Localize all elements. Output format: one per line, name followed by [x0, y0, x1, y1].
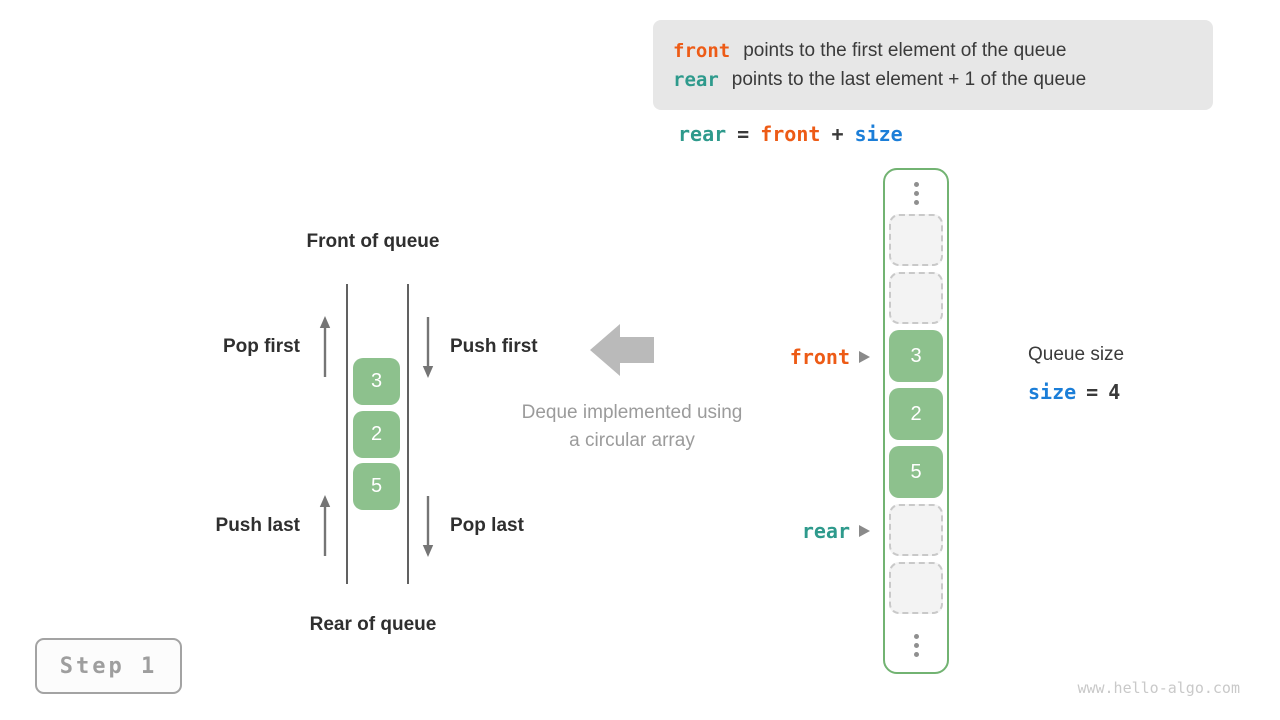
array-cell-front: 3 — [889, 330, 943, 382]
up-arrow-icon — [319, 495, 331, 556]
legend-box: front points to the first element of the… — [653, 20, 1213, 110]
pop-last-label: Pop last — [450, 515, 524, 536]
equation-plus: + — [831, 122, 844, 146]
pointer-arrow-icon — [859, 525, 870, 537]
size-equals: = — [1086, 380, 1099, 404]
rear-token: rear — [673, 68, 719, 91]
queue-size-title: Queue size — [1028, 344, 1125, 365]
array-cell-rear — [889, 504, 943, 556]
equation-rear: rear — [678, 122, 727, 146]
rear-of-queue-label: Rear of queue — [309, 614, 437, 635]
front-description: points to the first element of the queue — [743, 39, 1067, 61]
array-cell-empty — [889, 272, 943, 324]
array-cell-empty — [889, 214, 943, 266]
down-arrow-icon — [422, 317, 434, 378]
equation-equals: = — [737, 122, 750, 146]
vertical-ellipsis-icon — [885, 182, 947, 205]
rear-pointer: rear — [700, 518, 870, 544]
array-cell: 2 — [889, 388, 943, 440]
up-arrow-icon — [319, 316, 331, 377]
legend-line-rear: rear points to the last element + 1 of t… — [673, 69, 1213, 91]
deque-value: 2 — [353, 411, 400, 458]
deque-value: 3 — [353, 358, 400, 405]
center-caption: Deque implemented using a circular array — [472, 399, 792, 455]
pointer-equation: rear = front + size — [678, 122, 903, 146]
left-block-arrow-icon — [590, 324, 654, 376]
pointer-arrow-icon — [859, 351, 870, 363]
deque-value: 5 — [353, 463, 400, 510]
vertical-ellipsis-icon — [885, 634, 947, 657]
rear-description: points to the last element + 1 of the qu… — [731, 68, 1087, 90]
size-token: size — [1028, 380, 1077, 404]
channel-right-line — [407, 284, 409, 584]
pop-first-label: Pop first — [222, 336, 300, 357]
down-arrow-icon — [422, 496, 434, 557]
front-pointer-label: front — [789, 345, 850, 369]
circular-array-column: 3 2 5 — [883, 168, 949, 674]
caption-line-2: a circular array — [569, 430, 695, 451]
front-token: front — [673, 39, 731, 62]
equation-front: front — [760, 122, 821, 146]
array-cell: 5 — [889, 446, 943, 498]
front-pointer: front — [700, 344, 870, 370]
push-first-label: Push first — [450, 336, 538, 357]
rear-pointer-label: rear — [801, 519, 850, 543]
legend-line-front: front points to the first element of the… — [673, 40, 1213, 62]
step-badge: Step 1 — [35, 638, 182, 694]
queue-size-equation: size = 4 — [1028, 380, 1120, 404]
caption-line-1: Deque implemented using — [521, 402, 743, 423]
front-of-queue-label: Front of queue — [306, 231, 440, 252]
size-value: 4 — [1108, 380, 1121, 404]
equation-size: size — [854, 122, 903, 146]
watermark: www.hello-algo.com — [1077, 679, 1240, 697]
push-last-label: Push last — [215, 515, 300, 536]
array-cell-empty — [889, 562, 943, 614]
channel-left-line — [346, 284, 348, 584]
